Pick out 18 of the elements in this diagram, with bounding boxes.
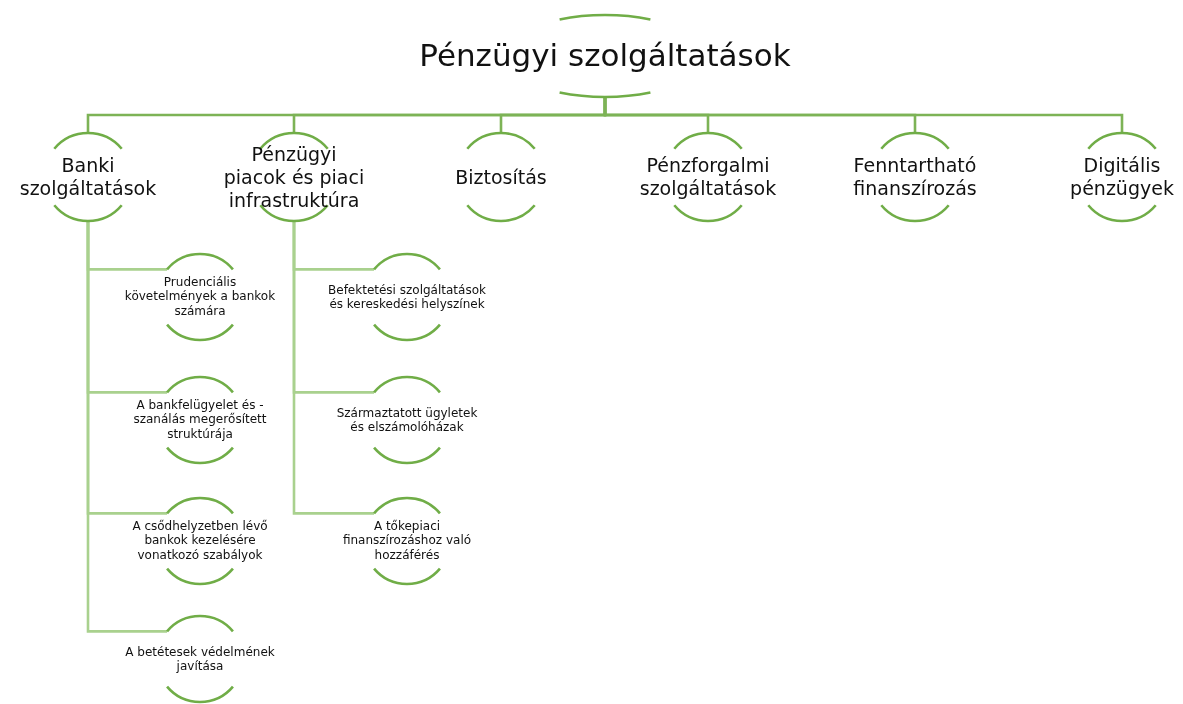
node-label: Befektetési szolgáltatások és kereskedési helyszínek	[328, 282, 486, 312]
connector-line	[86, 221, 168, 633]
node-label: A tőkepiaci finanszírozáshoz való hozzáférés	[341, 519, 473, 563]
node-label: Banki szolgáltatások	[18, 154, 158, 200]
connector-line	[292, 221, 375, 515]
node-label: Digitális pénzügyek	[1069, 154, 1175, 200]
node-label: A betétesek védelmének javítása	[124, 644, 276, 674]
node-label: Fenntartható finanszírozás	[852, 154, 978, 200]
node-label: Prudenciális követelmények a bankok számára	[123, 275, 277, 319]
node-label: Pénzforgalmi szolgáltatások	[638, 154, 778, 200]
node-label: A csődhelyzetben lévő bankok kezelésére vonatkozó szabályok	[131, 519, 269, 563]
node-label: Pénzügyi piacok és piaci infrastruktúra	[222, 142, 366, 212]
node-label: Pénzügyi szolgáltatások	[418, 37, 792, 75]
connector-line	[603, 97, 1124, 133]
node-label: A bankfelügyelet és -szanálás megerősített struktúrája	[132, 398, 268, 442]
node-label: Származtatott ügyletek és elszámolóházak	[335, 405, 479, 435]
node-label: Biztosítás	[454, 165, 548, 189]
arc-circle-node	[328, 254, 486, 340]
